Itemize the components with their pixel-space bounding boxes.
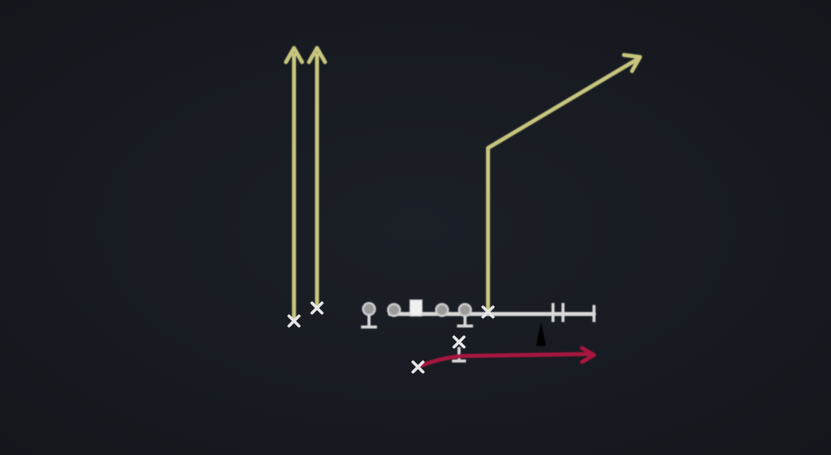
player-slot-x-icon [310,301,324,315]
lineman-1 [361,302,377,329]
player-outside-x-icon [287,314,301,328]
lineman-4 [457,303,473,328]
marker-icon [536,322,546,346]
lineman-2 [387,303,401,317]
offensive-line [361,299,596,363]
center [409,299,423,317]
player-back-x-icon [452,335,466,349]
back-post [452,347,466,363]
player-markers [287,301,495,374]
routes-layer [284,46,642,320]
player-te-x-icon [481,305,495,319]
outside-receiver-go-route [284,46,304,320]
lineman-3 [435,303,449,317]
back-motion-route [418,346,596,368]
slot-receiver-go-route [307,46,327,307]
tight-end-corner-route [486,53,642,314]
player-motion-x-icon [411,360,425,374]
